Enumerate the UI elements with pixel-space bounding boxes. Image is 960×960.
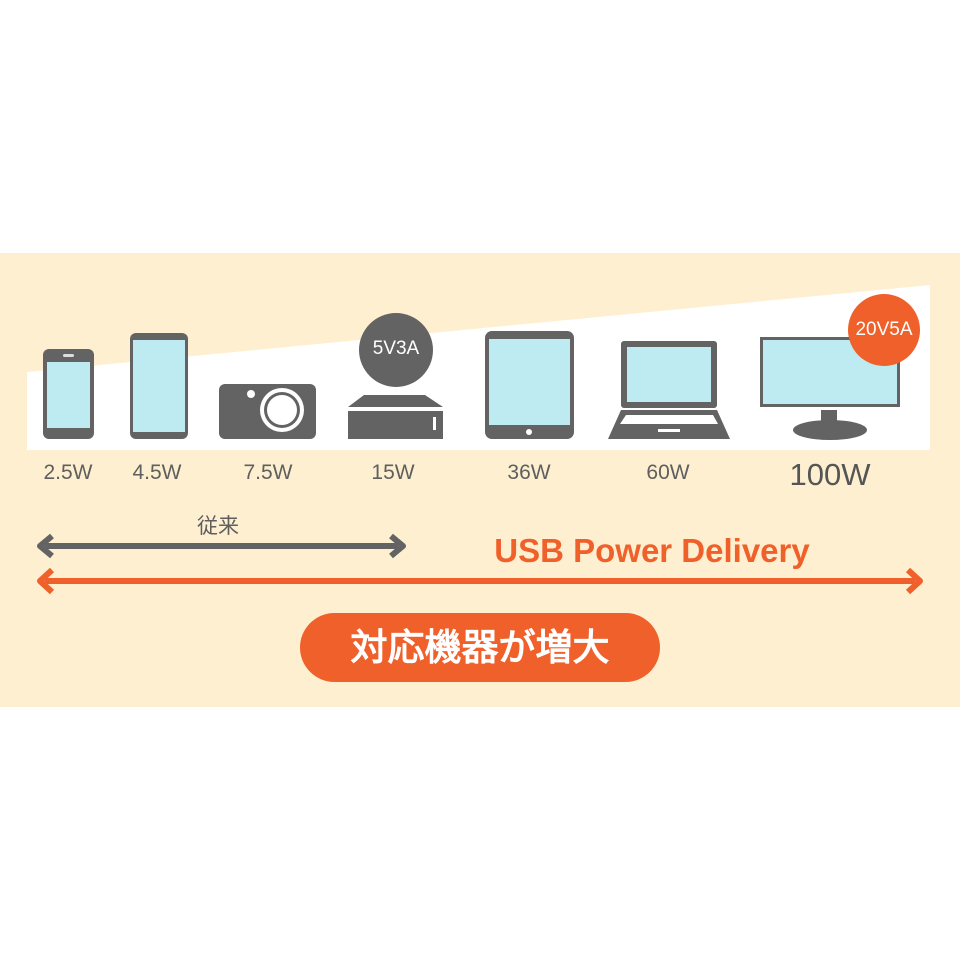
watt-label: 7.5W xyxy=(243,461,293,484)
tablet-icon xyxy=(485,331,574,439)
watt-label: 2.5W xyxy=(43,461,93,484)
badge-20v5a xyxy=(848,294,920,366)
monitor-icon xyxy=(760,337,900,440)
badge-5v3a xyxy=(359,313,433,387)
smartphone-large-icon xyxy=(130,333,188,439)
watt-label: 36W xyxy=(507,461,551,484)
laptop-icon xyxy=(608,341,730,439)
dock-icon xyxy=(348,395,443,439)
camera-icon xyxy=(219,384,316,439)
usb-pd-label: USB Power Delivery xyxy=(494,532,810,569)
watt-label: 15W xyxy=(371,461,415,484)
watt-label: 100W xyxy=(789,457,871,492)
watt-label: 4.5W xyxy=(132,461,182,484)
result-pill: 対応機器が増大 xyxy=(300,613,660,682)
conventional-label: 従来 xyxy=(197,515,239,538)
badge-5v3a-label: 5V3A xyxy=(372,338,420,359)
watt-label: 60W xyxy=(646,461,690,484)
usb-pd-range-arrow xyxy=(37,567,923,595)
conventional-range-arrow xyxy=(37,533,406,559)
badge-20v5a-label: 20V5A xyxy=(855,319,913,340)
smartphone-small-icon xyxy=(43,349,94,439)
